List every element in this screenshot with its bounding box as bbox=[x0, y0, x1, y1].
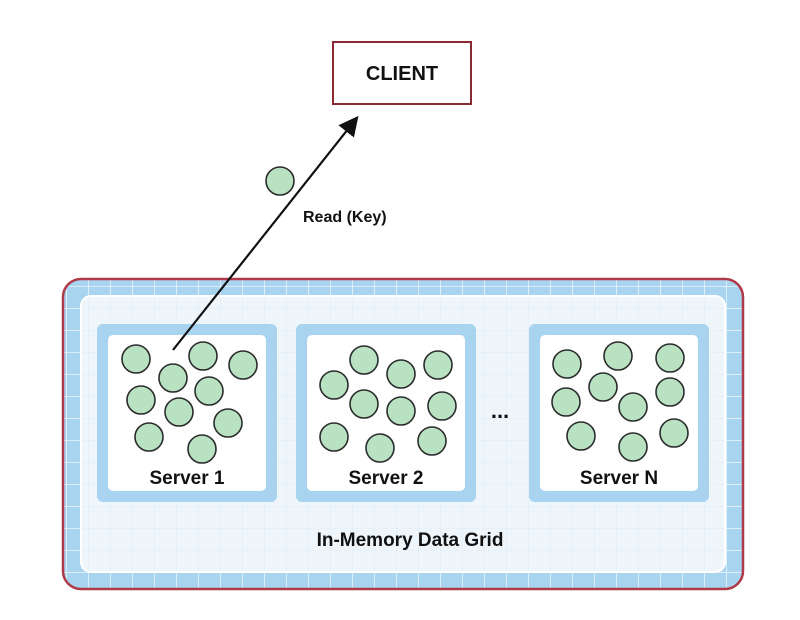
data-object bbox=[319, 370, 349, 400]
server-1-data-objects bbox=[121, 341, 258, 464]
data-object bbox=[423, 350, 453, 380]
server-2-data-objects bbox=[319, 345, 457, 463]
server-2-label: Server 2 bbox=[348, 468, 423, 489]
data-object bbox=[386, 396, 416, 426]
requested-data-object bbox=[265, 166, 295, 196]
read-arrow bbox=[172, 115, 359, 351]
server-n-data-objects bbox=[551, 341, 689, 462]
client-label: CLIENT bbox=[366, 63, 438, 85]
ellipsis: ... bbox=[491, 398, 509, 423]
data-object bbox=[187, 434, 217, 464]
grid-label: In-Memory Data Grid bbox=[317, 530, 504, 551]
data-object bbox=[349, 345, 379, 375]
data-object bbox=[655, 343, 685, 373]
data-object bbox=[655, 377, 685, 407]
data-object bbox=[213, 408, 243, 438]
server-1-label: Server 1 bbox=[149, 468, 224, 489]
server-2: Server 2 bbox=[296, 324, 476, 502]
read-key-label: Read (Key) bbox=[303, 209, 387, 226]
data-object bbox=[188, 341, 218, 371]
data-object bbox=[603, 341, 633, 371]
data-object bbox=[126, 385, 156, 415]
data-object bbox=[566, 421, 596, 451]
data-object bbox=[121, 344, 151, 374]
data-object bbox=[386, 359, 416, 389]
client-box: CLIENT bbox=[332, 41, 472, 105]
data-object bbox=[365, 433, 395, 463]
data-object bbox=[417, 426, 447, 456]
data-object bbox=[618, 392, 648, 422]
server-n-label: Server N bbox=[580, 468, 658, 489]
data-object bbox=[134, 422, 164, 452]
data-object bbox=[659, 418, 689, 448]
data-object bbox=[552, 349, 582, 379]
data-object bbox=[194, 376, 224, 406]
data-object bbox=[551, 387, 581, 417]
server-1: Server 1 bbox=[97, 324, 277, 502]
data-object bbox=[319, 422, 349, 452]
data-object bbox=[618, 432, 648, 462]
data-object bbox=[349, 389, 379, 419]
data-object bbox=[164, 397, 194, 427]
data-object bbox=[158, 363, 188, 393]
data-object bbox=[228, 350, 258, 380]
data-object bbox=[588, 372, 618, 402]
data-object bbox=[427, 391, 457, 421]
server-n: Server N bbox=[529, 324, 709, 502]
